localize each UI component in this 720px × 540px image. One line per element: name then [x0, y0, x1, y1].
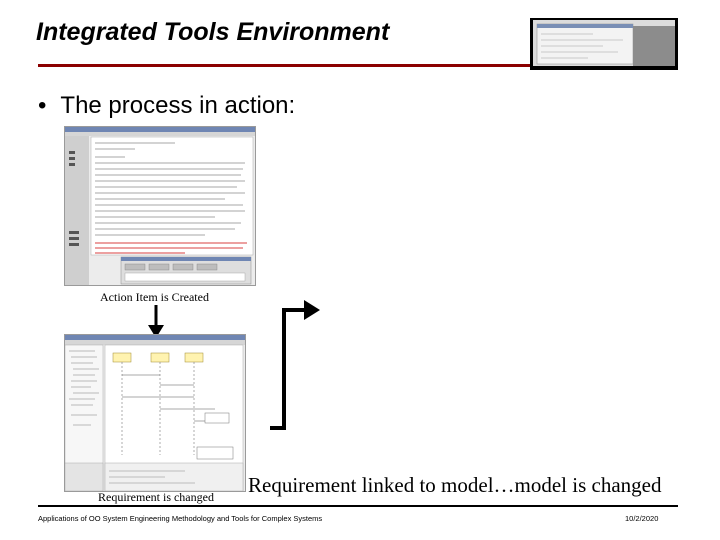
action-item-screenshot-graphic: [65, 127, 255, 285]
footer-rule: [38, 505, 678, 507]
thumbnail-screenshot: [533, 20, 675, 66]
slide-title: Integrated Tools Environment: [36, 18, 390, 46]
caption-requirement-changed: Requirement is changed: [98, 490, 214, 504]
down-arrow-icon: [148, 305, 164, 338]
action-item-screenshot: [64, 126, 256, 286]
thumbnail-screenshot-graphic: [533, 20, 675, 66]
bracket-arrow-icon: [270, 300, 320, 430]
caption-requirement-linked: Requirement linked to model…model is cha…: [248, 473, 662, 497]
title-rule: [38, 64, 678, 67]
bullet-point: • The process in action:: [38, 92, 295, 120]
bullet-text: The process in action:: [60, 92, 296, 119]
footer-date: 10/2/2020: [625, 514, 659, 523]
footer-text: Applications of OO System Engineering Me…: [38, 514, 323, 523]
model-screenshot-graphic: [65, 335, 245, 491]
model-screenshot: [64, 334, 246, 492]
bullet-marker: •: [38, 92, 47, 119]
caption-action-item: Action Item is Created: [100, 290, 209, 304]
